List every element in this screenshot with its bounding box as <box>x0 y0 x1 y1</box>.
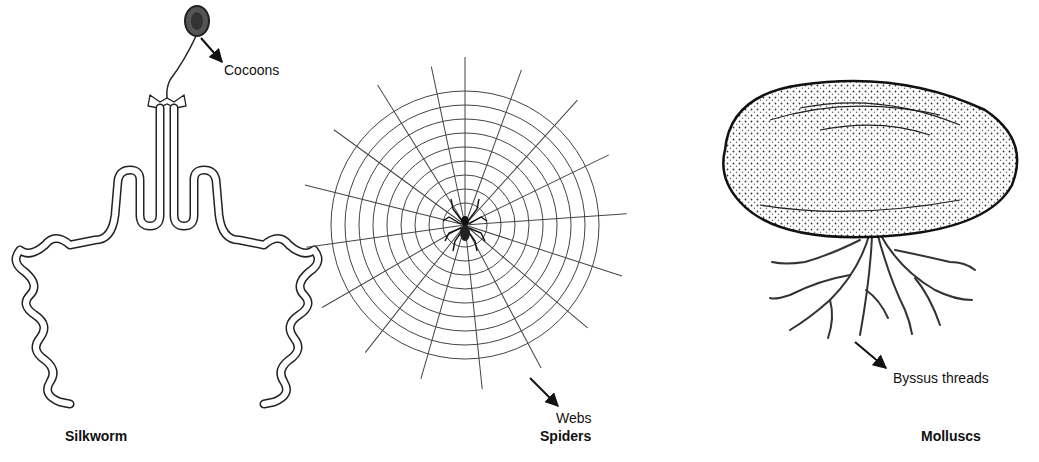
figure-caption: Silkworm <box>65 428 127 444</box>
spider-web <box>305 57 627 389</box>
spider <box>443 199 487 251</box>
leader-arrow <box>530 378 558 406</box>
part-label: Webs <box>556 410 592 426</box>
cocoon <box>185 6 209 36</box>
mussel-shell <box>723 81 1017 237</box>
leader-arrow <box>201 38 222 62</box>
part-label: Byssus threads <box>893 370 989 386</box>
figure-caption: Molluscs <box>921 428 981 444</box>
figure-caption: Spiders <box>540 428 591 444</box>
leader-arrow <box>855 342 886 368</box>
silk-gland <box>16 36 318 404</box>
byssus-threads <box>770 232 975 338</box>
part-label: Cocoons <box>224 62 279 78</box>
